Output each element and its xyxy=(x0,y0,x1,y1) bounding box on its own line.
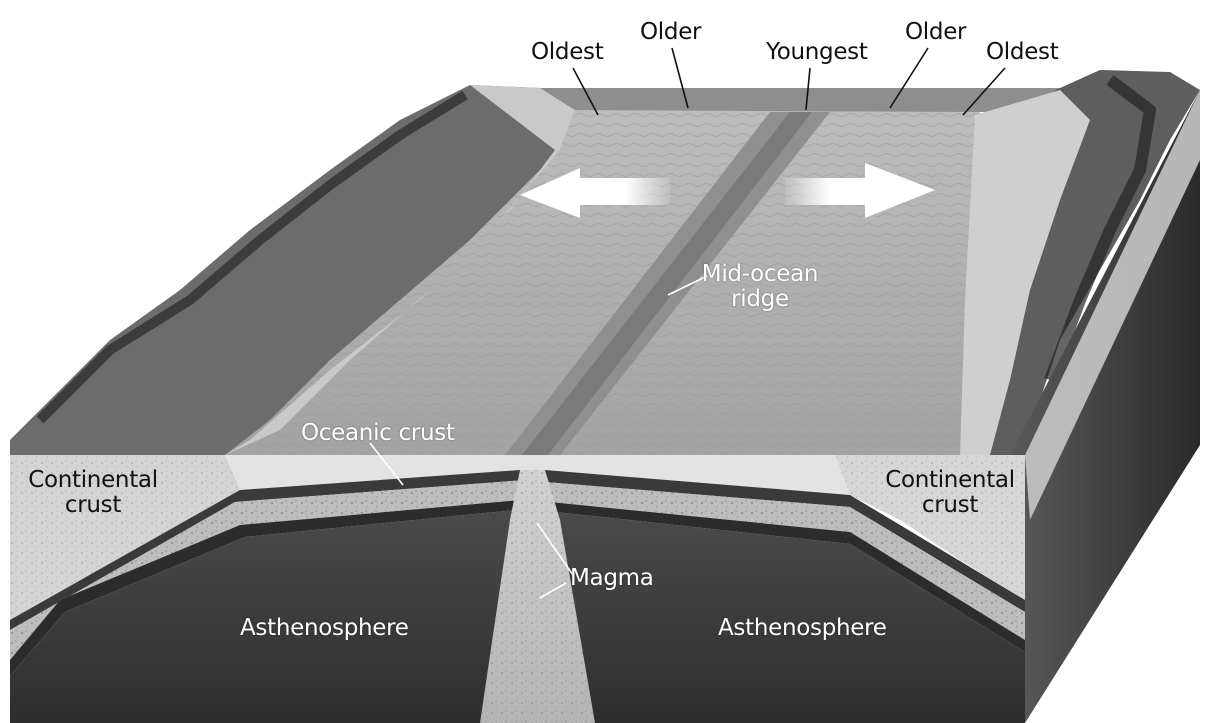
label-continental-crust-left-line2: crust xyxy=(18,493,168,518)
label-mid-ocean-ridge-line2: ridge xyxy=(700,287,820,312)
label-oceanic-crust: Oceanic crust xyxy=(301,421,455,446)
label-oldest-right: Oldest xyxy=(986,40,1058,65)
label-magma: Magma xyxy=(570,566,654,591)
label-mid-ocean-ridge-line1: Mid-ocean xyxy=(700,262,820,287)
label-youngest: Youngest xyxy=(766,40,868,65)
label-asthenosphere-left: Asthenosphere xyxy=(240,616,409,641)
label-continental-crust-left: Continental crust xyxy=(18,468,168,518)
label-mid-ocean-ridge: Mid-ocean ridge xyxy=(700,262,820,312)
label-continental-crust-right-line1: Continental xyxy=(875,468,1025,493)
label-older-right: Older xyxy=(905,20,966,45)
label-continental-crust-left-line1: Continental xyxy=(18,468,168,493)
label-continental-crust-right-line2: crust xyxy=(875,493,1025,518)
label-older-left: Older xyxy=(640,20,701,45)
water-back-edge xyxy=(535,88,1065,112)
label-continental-crust-right: Continental crust xyxy=(875,468,1025,518)
label-oldest-left: Oldest xyxy=(531,40,603,65)
label-asthenosphere-right: Asthenosphere xyxy=(718,616,887,641)
